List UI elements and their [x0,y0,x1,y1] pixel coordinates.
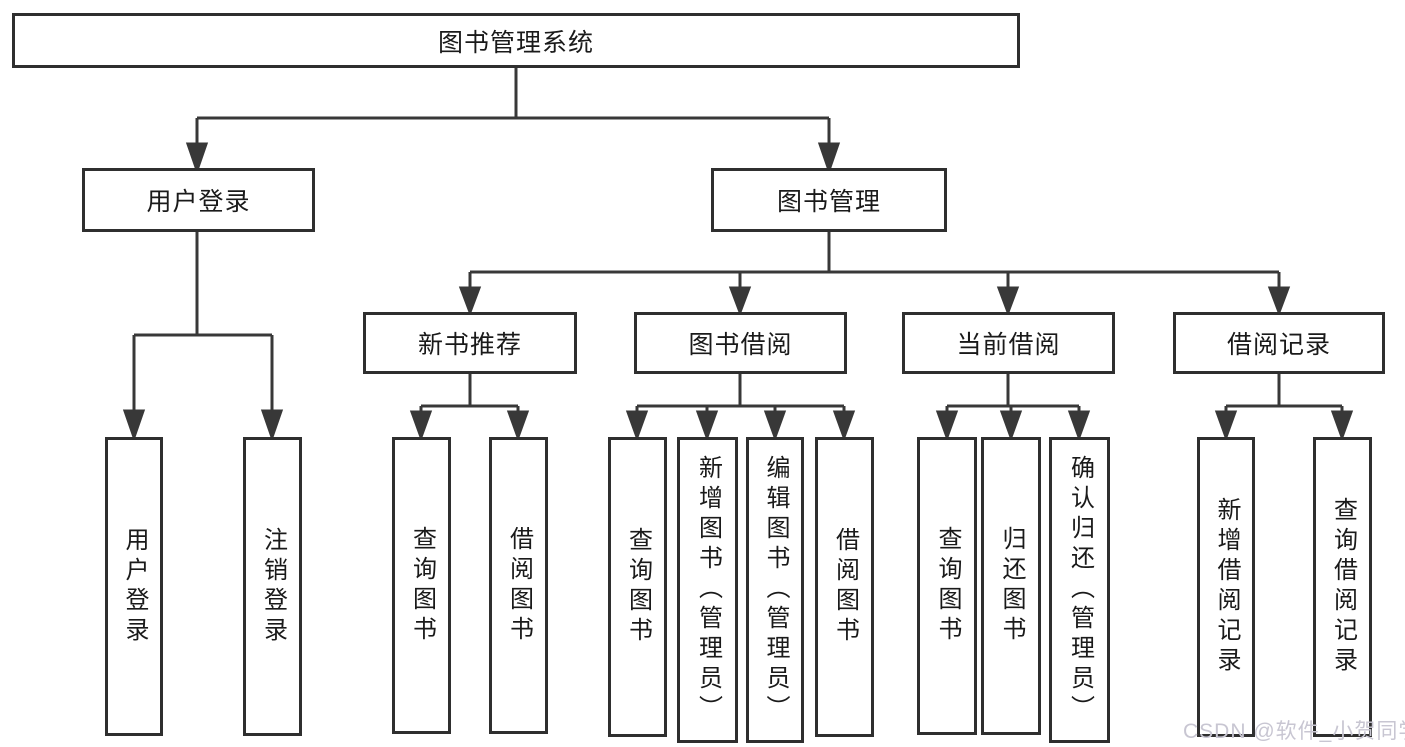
leaf-borrow-edit-books-admin: 编辑图书（管理员） [746,437,804,743]
connector-new-book-children [409,374,530,442]
connector-current-children [935,374,1091,442]
leaf-borrow-add-books-admin: 新增图书（管理员） [677,437,738,743]
connector-records-children [1214,374,1354,442]
node-root: 图书管理系统 [12,13,1020,68]
node-borrow-records: 借阅记录 [1173,312,1385,374]
leaf-records-query-record: 查询借阅记录 [1313,437,1372,737]
connector-user-login-children [122,232,284,442]
node-book-borrow: 图书借阅 [634,312,847,374]
node-book-management: 图书管理 [711,168,947,232]
node-current-borrow: 当前借阅 [902,312,1115,374]
leaf-logout: 注销登录 [243,437,302,736]
leaf-newbook-query-books: 查询图书 [392,437,451,734]
node-new-book-recommend: 新书推荐 [363,312,577,374]
leaf-borrow-query-books: 查询图书 [608,437,667,737]
csdn-watermark: CSDN @软件_小贺同学 [1183,720,1405,743]
leaf-records-add-record: 新增借阅记录 [1197,437,1255,737]
leaf-user-login: 用户登录 [105,437,163,736]
leaf-borrow-borrow-books: 借阅图书 [815,437,874,737]
connector-borrow-children [625,374,856,442]
node-user-login: 用户登录 [82,168,315,232]
leaf-current-return-books: 归还图书 [981,437,1041,735]
leaf-current-query-books: 查询图书 [917,437,977,735]
leaf-current-confirm-return-admin: 确认归还（管理员） [1049,437,1110,743]
connector-book-management-to-level3 [458,232,1291,317]
leaf-newbook-borrow-books: 借阅图书 [489,437,548,734]
connector-root-to-level2 [185,68,841,175]
